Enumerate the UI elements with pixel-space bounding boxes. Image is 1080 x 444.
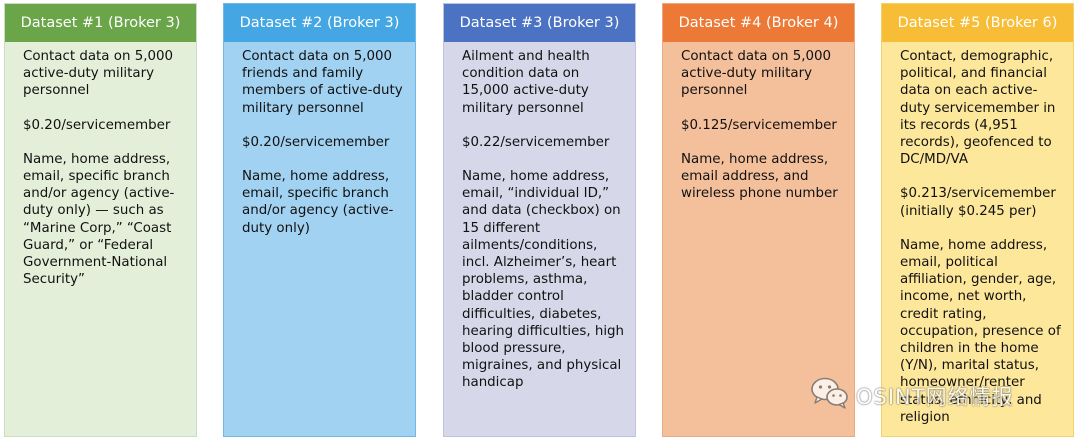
watermark-text: OSINT网络情报 <box>856 384 1014 409</box>
dataset-2-fields: Name, home address, email, specific bran… <box>242 169 394 236</box>
dataset-4-fields: Name, home address, email address, and w… <box>681 151 838 202</box>
dataset-1-card: Dataset #1 (Broker 3) Contact data on 5,… <box>4 3 197 437</box>
dataset-2-description: Contact data on 5,000 friends and family… <box>242 49 403 116</box>
dataset-5-body: Contact, demographic, political, and fin… <box>882 42 1073 426</box>
dataset-4-header: Dataset #4 (Broker 4) <box>663 4 854 42</box>
dataset-2-body: Contact data on 5,000 friends and family… <box>224 42 415 237</box>
wechat-icon <box>810 376 850 415</box>
dataset-3-card: Dataset #3 (Broker 3) Ailment and health… <box>443 3 636 437</box>
dataset-4-description: Contact data on 5,000 active-duty milita… <box>681 49 832 99</box>
dataset-4-price: $0.125/servicemember <box>681 117 837 133</box>
dataset-3-header: Dataset #3 (Broker 3) <box>444 4 635 42</box>
dataset-1-header: Dataset #1 (Broker 3) <box>5 4 196 42</box>
dataset-1-description: Contact data on 5,000 active-duty milita… <box>23 49 174 99</box>
dataset-5-header: Dataset #5 (Broker 6) <box>882 4 1073 42</box>
dataset-3-description: Ailment and health condition data on 15,… <box>462 49 590 116</box>
dataset-5-fields: Name, home address, email, political aff… <box>900 237 1061 425</box>
dataset-5-price: $0.213/servicemember (initially $0.245 p… <box>900 186 1056 219</box>
dataset-1-body: Contact data on 5,000 active-duty milita… <box>5 42 196 288</box>
dataset-2-price: $0.20/servicemember <box>242 134 390 150</box>
dataset-5-description: Contact, demographic, political, and fin… <box>900 49 1056 168</box>
dataset-2-header: Dataset #2 (Broker 3) <box>224 4 415 42</box>
dataset-3-price: $0.22/servicemember <box>462 134 610 150</box>
dataset-1-fields: Name, home address, email, specific bran… <box>23 151 175 288</box>
dataset-2-card: Dataset #2 (Broker 3) Contact data on 5,… <box>223 3 416 437</box>
dataset-3-body: Ailment and health condition data on 15,… <box>444 42 635 392</box>
watermark: OSINT网络情报 <box>810 376 1014 415</box>
dataset-5-card: Dataset #5 (Broker 6) Contact, demograph… <box>881 3 1074 437</box>
dataset-4-card: Dataset #4 (Broker 4) Contact data on 5,… <box>662 3 855 437</box>
dataset-1-price: $0.20/servicemember <box>23 117 171 133</box>
dataset-3-fields: Name, home address, email, “individual I… <box>462 169 625 391</box>
dataset-4-body: Contact data on 5,000 active-duty milita… <box>663 42 854 202</box>
